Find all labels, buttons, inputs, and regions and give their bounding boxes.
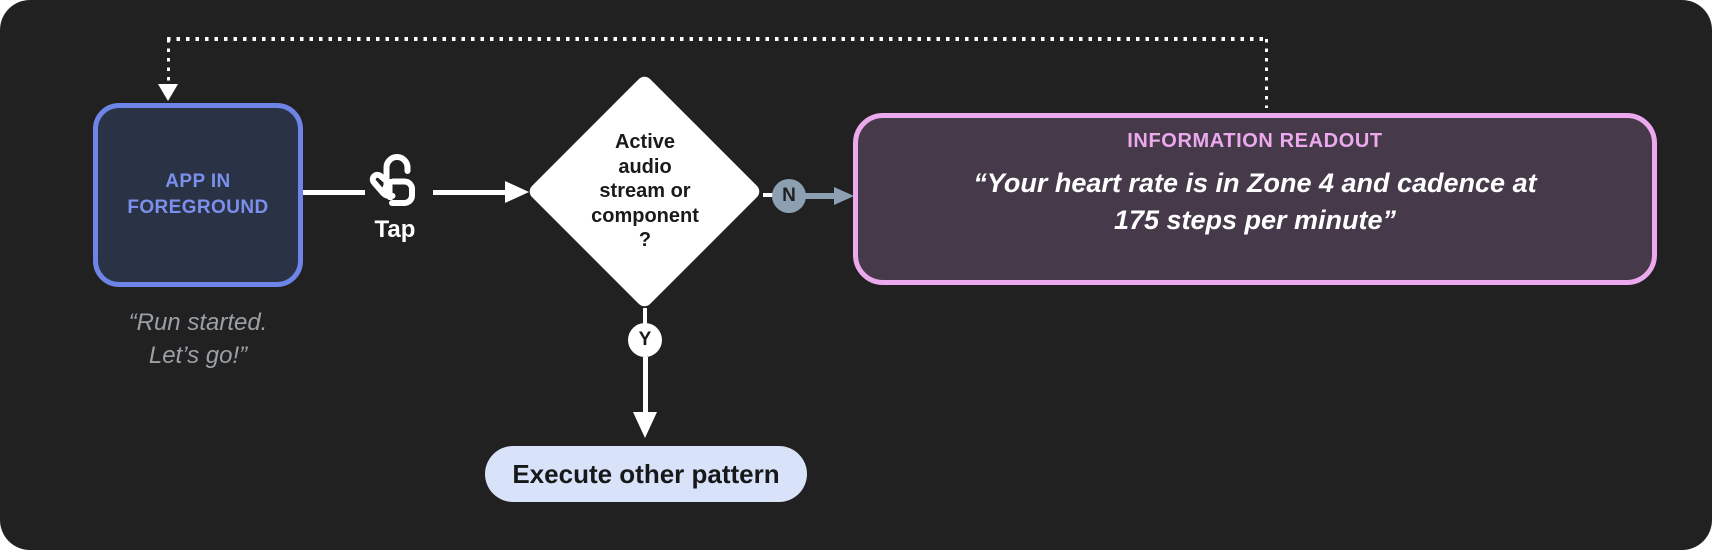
node-execute-other-pattern: Execute other pattern (485, 446, 807, 502)
decision-label: Active audio stream or component ? (545, 130, 745, 253)
feedback-dotted-line-horizontal (167, 37, 1267, 41)
connector-app-to-tap (303, 190, 365, 195)
decision-line3: stream or (599, 180, 691, 202)
app-node-label-line1: APP IN (165, 171, 231, 192)
readout-quote-line1: “Your heart rate is in Zone 4 and cadenc… (973, 168, 1537, 198)
feedback-dotted-line-left (166, 39, 170, 83)
app-voice-quote-line2: Let’s go!” (148, 342, 248, 369)
tap-gesture-icon (369, 154, 415, 206)
decision-line2: audio (618, 155, 672, 178)
feedback-arrowhead-down-icon (158, 84, 178, 101)
connector-n-to-readout (805, 193, 835, 199)
arrowhead-right-icon (505, 181, 529, 203)
app-voice-quote-line1: “Run started. (128, 309, 268, 336)
connector-tap-to-decision (433, 190, 506, 195)
connector-decision-to-n (763, 193, 773, 197)
readout-title: INFORMATION READOUT (1127, 130, 1383, 152)
app-voice-quote: “Run started. Let’s go!” (78, 306, 318, 372)
arrowhead-slate-right-icon (834, 186, 854, 205)
branch-no-badge: N (772, 179, 806, 213)
branch-yes-badge: Y (628, 323, 662, 357)
connector-y-to-execute (642, 357, 648, 413)
decision-line5: ? (638, 229, 652, 251)
feedback-dotted-line-right (1264, 39, 1268, 108)
readout-quote-line2: 175 steps per minute” (1113, 205, 1397, 235)
tap-label: Tap (374, 216, 416, 243)
app-node-label-line2: FOREGROUND (127, 197, 269, 218)
node-information-readout: INFORMATION READOUT “Your heart rate is … (853, 113, 1657, 285)
tap-gesture-group: Tap (363, 148, 427, 244)
app-node-label: APP IN FOREGROUND (127, 169, 268, 221)
node-app-in-foreground: APP IN FOREGROUND (93, 103, 303, 287)
readout-quote: “Your heart rate is in Zone 4 and cadenc… (973, 165, 1536, 239)
decision-line4: component (591, 204, 699, 227)
connector-decision-to-y (643, 308, 647, 324)
arrowhead-down-icon (633, 412, 657, 438)
decision-line1: Active (614, 131, 676, 153)
